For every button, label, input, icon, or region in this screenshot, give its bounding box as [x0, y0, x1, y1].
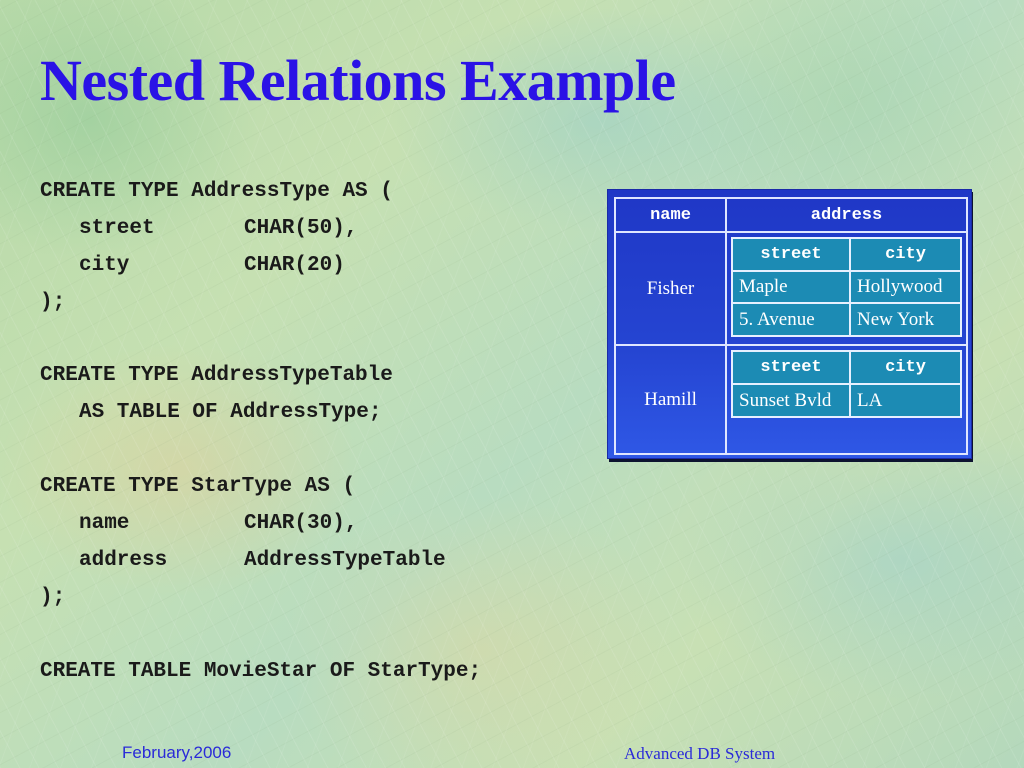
cell-street: Sunset Bvld: [733, 383, 851, 416]
code-line: name CHAR(30),: [40, 510, 481, 547]
subheader-city: city: [849, 352, 960, 385]
code-line: CREATE TYPE StarType AS (: [40, 473, 481, 510]
code-blank-line: [40, 436, 481, 473]
subheader-street: street: [733, 239, 851, 272]
address-subtable: street city Maple Hollywood 5. Avenue Ne…: [731, 237, 962, 337]
code-line: );: [40, 289, 481, 326]
nested-relation-table: name address Fisher street city Maple: [607, 189, 972, 459]
cell-street: 5. Avenue: [733, 302, 851, 335]
footer-date: February,2006: [122, 743, 232, 762]
cell-city: Hollywood: [849, 270, 960, 304]
subtable-row: 5. Avenue New York: [733, 302, 960, 335]
table-row: Fisher street city Maple Hollywood 5.: [616, 233, 966, 346]
cell-address: street city Maple Hollywood 5. Avenue Ne…: [727, 233, 966, 344]
address-subtable: street city Sunset Bvld LA: [731, 350, 962, 418]
code-field-type: CHAR(30),: [244, 512, 358, 536]
code-line: street CHAR(50),: [40, 215, 481, 252]
code-field-type: AddressTypeTable: [244, 548, 446, 572]
code-field-type: CHAR(50),: [244, 216, 358, 240]
cell-city: LA: [849, 383, 960, 416]
footer-course-title: Advanced DB System: [624, 744, 776, 763]
table-row: Hamill street city Sunset Bvld LA: [616, 346, 966, 453]
cell-address: street city Sunset Bvld LA: [727, 346, 966, 453]
code-line: CREATE TYPE AddressTypeTable: [40, 362, 481, 399]
code-text: );: [40, 585, 66, 609]
code-blank-line: [40, 621, 481, 658]
cell-name: Hamill: [616, 346, 727, 453]
code-text: AS TABLE OF AddressType;: [79, 401, 382, 425]
code-line: address AddressTypeTable: [40, 547, 481, 584]
code-field-name: city: [79, 253, 130, 277]
code-field-name: street: [79, 216, 155, 240]
header-cell-name: name: [616, 199, 727, 231]
code-line: CREATE TABLE MovieStar OF StarType;: [40, 658, 481, 695]
cell-street: Maple: [733, 270, 851, 304]
table-header-row: name address: [616, 199, 966, 233]
code-line: AS TABLE OF AddressType;: [40, 399, 481, 436]
header-cell-address: address: [810, 205, 883, 225]
code-blank-line: [40, 326, 481, 363]
code-line: );: [40, 584, 481, 621]
subtable-header-row: street city: [733, 239, 960, 272]
subtable-header-row: street city: [733, 352, 960, 385]
code-field-name: name: [79, 512, 130, 536]
code-text: );: [40, 290, 66, 314]
nested-table-grid: name address Fisher street city Maple: [614, 197, 968, 455]
subheader-street: street: [733, 352, 851, 385]
code-text: CREATE TYPE AddressTypeTable: [40, 364, 393, 388]
code-field-type: CHAR(20): [244, 253, 345, 277]
cell-name: Fisher: [616, 233, 727, 344]
code-line: city CHAR(20): [40, 252, 481, 289]
subtable-row: Sunset Bvld LA: [733, 383, 960, 416]
subheader-city: city: [849, 239, 960, 272]
code-text: CREATE TABLE MovieStar OF StarType;: [40, 659, 482, 683]
subtable-row: Maple Hollywood: [733, 270, 960, 304]
code-text: CREATE TYPE AddressType AS (: [40, 180, 393, 203]
cell-city: New York: [849, 302, 960, 335]
code-field-name: address: [79, 548, 168, 572]
sql-code-block: CREATE TYPE AddressType AS ( street CHAR…: [40, 178, 481, 694]
code-text: CREATE TYPE StarType AS (: [40, 475, 356, 499]
slide-title: Nested Relations Example: [40, 48, 676, 113]
code-line: CREATE TYPE AddressType AS (: [40, 178, 481, 215]
